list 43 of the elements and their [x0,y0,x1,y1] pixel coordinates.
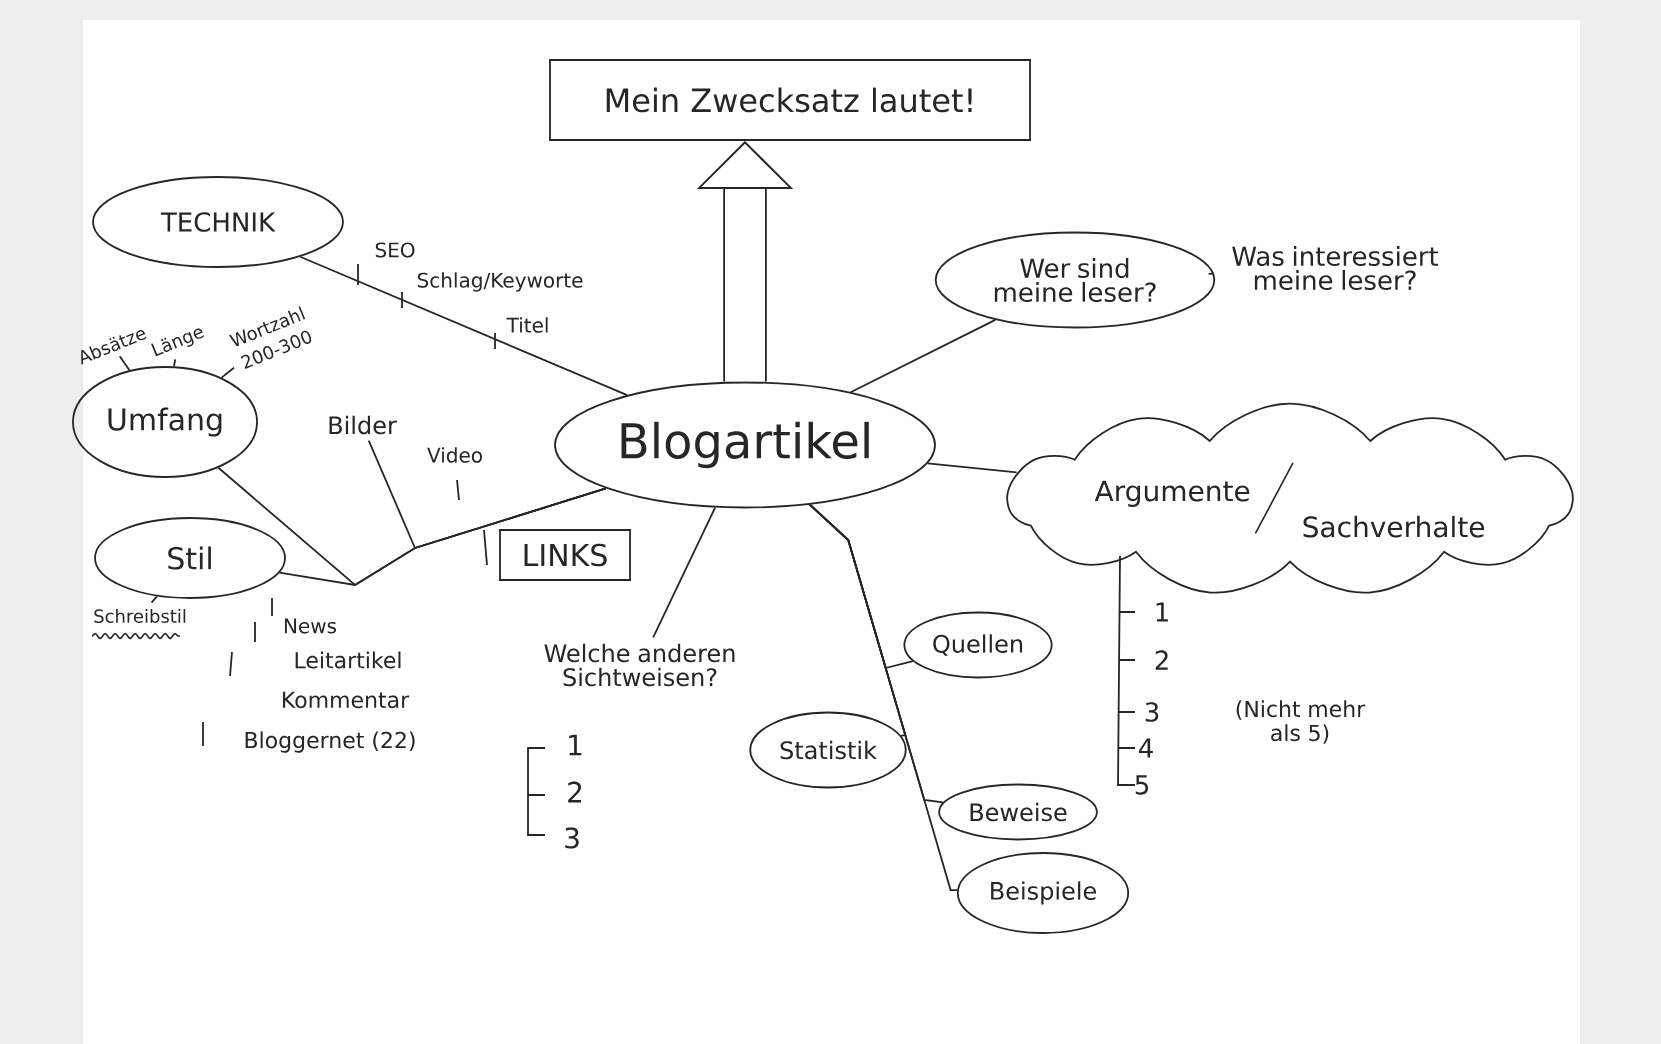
label: Schlag/Keyworte [417,272,583,292]
list-number: 3 [1145,702,1159,722]
branch-line [173,358,177,368]
list-number: 3 [565,827,579,849]
label: Leitartikel [295,651,401,669]
list-number: 5 [1135,775,1148,795]
branch-text: Welche anderen Sichtweisen? [544,643,735,687]
note-text: (Nicht mehr als 5) [1236,700,1366,744]
label: SEO [375,242,415,258]
branch-text: Bilder [329,415,397,435]
text-box: LINKS [499,529,631,581]
topic-bubble: Stil [94,517,286,599]
branch-line [150,595,158,604]
branch-text: Schreibstil [94,609,186,623]
branch-line [299,255,629,397]
branch-line [926,462,1018,474]
topic-bubble: Wer sind meine leser? [934,231,1216,329]
heading-box: Mein Zwecksatz lautet! [549,59,1031,141]
central-bubble: Blogartikel [554,381,936,509]
branch-line [808,503,958,892]
label: Titel [506,317,548,333]
list-number: 2 [1155,650,1168,670]
branch-text: Was interessiert meine leser? [1232,245,1439,291]
branch-line [1207,272,1215,275]
cloud-bubble: Argumente Sachverhalte [1006,402,1574,594]
label: News [284,618,337,634]
topic-bubble: Beispiele [956,852,1130,934]
branch-text: Länge [151,328,204,357]
branch-line [849,318,997,394]
branch-line [220,366,235,379]
list-number: 1 [569,734,582,756]
topic-bubble: TECHNIK [92,176,344,268]
branch-line [652,506,716,639]
list-number: 2 [568,781,582,803]
branch-line [118,355,131,372]
topic-bubble: Quellen [903,611,1053,679]
topic-bubble: Beweise [938,783,1098,841]
branch-line [367,439,607,550]
label: Video [427,447,482,463]
label: Bloggernet (22) [245,731,415,753]
topic-bubble: Statistik [749,711,907,789]
label: Kommentar [283,691,410,709]
list-number: 4 [1139,738,1153,758]
